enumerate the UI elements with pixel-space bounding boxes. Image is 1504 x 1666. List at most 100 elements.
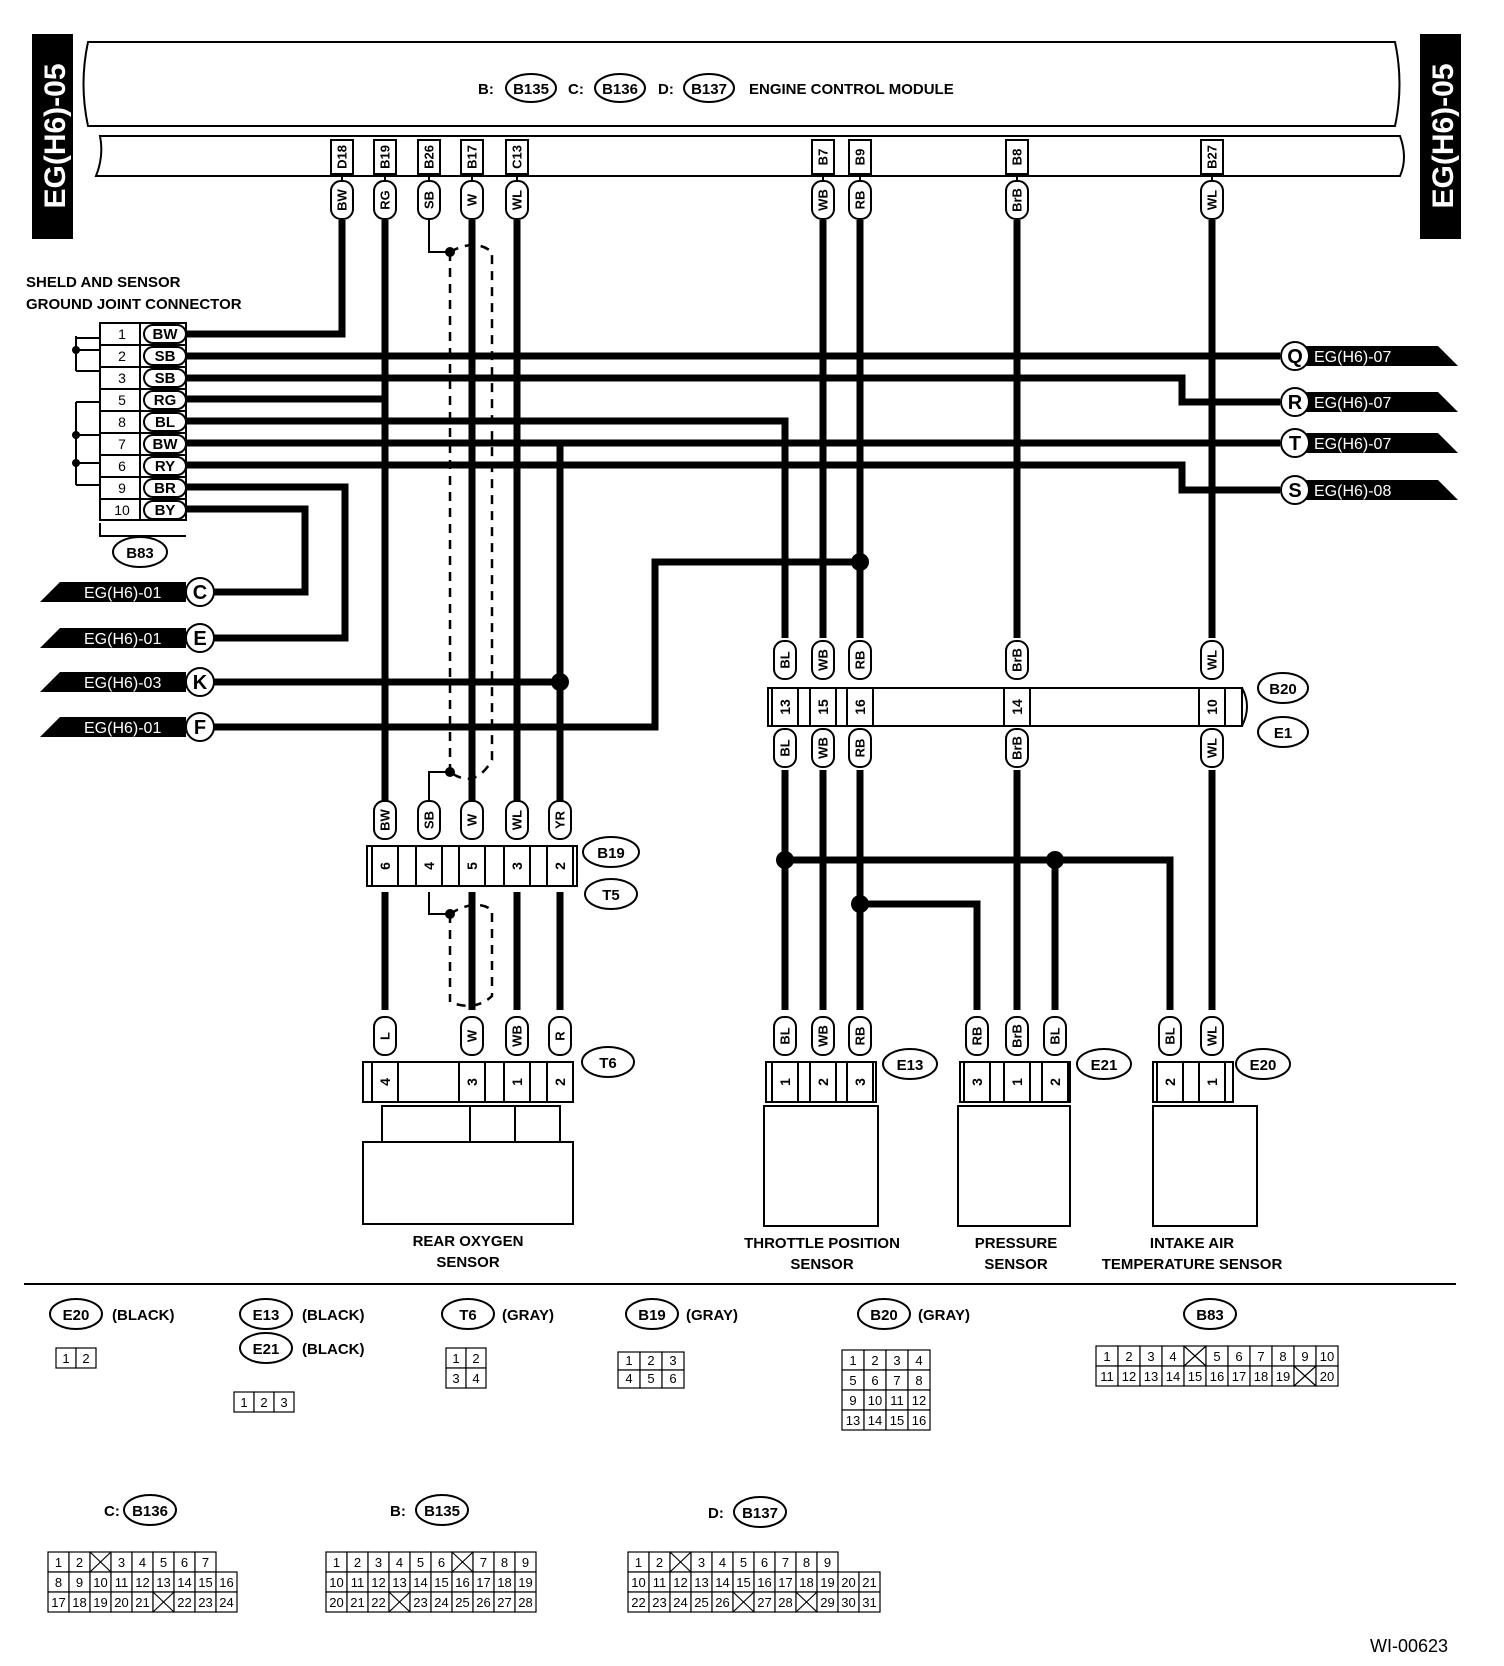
- e21-pins-pin-1: 1: [1009, 1078, 1025, 1086]
- ref-letter: Q: [1287, 346, 1303, 368]
- legend-b83-cell: 7: [1257, 1349, 1264, 1364]
- legend-b135-cell: 25: [455, 1595, 469, 1610]
- ecm-wire-color: RG: [378, 190, 393, 210]
- legend-b137-cell: 27: [757, 1595, 771, 1610]
- ecm-pin-D18: D18: [335, 145, 350, 169]
- b19-wire-color: WL: [510, 810, 525, 830]
- e13-pins-pin-2: 2: [815, 1078, 831, 1086]
- ref-page: EG(H6)-03: [84, 675, 161, 692]
- ground-connector-title-1: SHELD AND SENSOR: [26, 274, 181, 291]
- ref-marker: [185, 577, 215, 607]
- e21-pins-wire-color: BL: [1048, 1027, 1063, 1044]
- legend-b136-cell: 9: [76, 1575, 83, 1590]
- legend-b136-cell: 19: [93, 1595, 107, 1610]
- legend-b137-id-oval: [733, 1496, 787, 1528]
- ecm-wire-color: W: [465, 193, 480, 206]
- e1-wire-color-tag: [773, 728, 797, 768]
- legend-b20-cell: 1: [849, 1353, 856, 1368]
- legend-b136-cell: 4: [139, 1555, 146, 1570]
- legend-b135-cell: 12: [371, 1575, 385, 1590]
- legend-b19-cell: 6: [669, 1371, 676, 1386]
- ground-wire-color: BY: [155, 502, 176, 519]
- legend-b137-cell: 16: [757, 1575, 771, 1590]
- legend-b136-cell: 2: [76, 1555, 83, 1570]
- legend-b19-cell: 5: [647, 1371, 654, 1386]
- legend-b136-cell: 6: [181, 1555, 188, 1570]
- legend-b20-id-oval: [857, 1298, 911, 1330]
- e1-wire-color: WB: [816, 737, 831, 759]
- legend-b19-color: (GRAY): [686, 1307, 738, 1324]
- legend-e21-cell: 3: [280, 1395, 287, 1410]
- throttle-label-1: THROTTLE POSITION: [744, 1235, 900, 1252]
- legend-t6-cell: 1: [452, 1351, 459, 1366]
- legend-b83-cell: 11: [1100, 1369, 1114, 1384]
- legend-b83-cell: 9: [1301, 1349, 1308, 1364]
- legend-b136-cell: 10: [93, 1575, 107, 1590]
- ground-connector-id: B83: [126, 545, 154, 562]
- ecm-wire-color: WB: [816, 189, 831, 211]
- ecm-wire-color-tag: [417, 180, 441, 220]
- ground-pin: 8: [118, 414, 126, 430]
- ground-wire-color: BW: [153, 326, 179, 343]
- b20-wire-color-tag: [773, 640, 797, 680]
- e21-pins-pin-2: 2: [1047, 1078, 1063, 1086]
- b19-pin-6: 6: [377, 862, 393, 870]
- e1-wire-color: WL: [1205, 738, 1220, 758]
- right-side-tab: EG(H6)-05: [1420, 34, 1461, 239]
- legend-b135-cell: 19: [518, 1575, 532, 1590]
- e1-wire-color: BL: [778, 739, 793, 756]
- ecm-wire-color: BrB: [1010, 188, 1025, 212]
- legend-b137-cell: 29: [820, 1595, 834, 1610]
- e21-pins-wire-color: BrB: [1010, 1024, 1025, 1048]
- b19-wire-color-tag: [417, 800, 441, 840]
- b20-wire-color-tag: [848, 640, 872, 680]
- b20-pin-14: 14: [1009, 699, 1025, 715]
- legend-e13-id-oval: [239, 1298, 293, 1330]
- ref-page: EG(H6)-01: [84, 585, 161, 602]
- legend-b137-cell: 8: [803, 1555, 810, 1570]
- ecm-wire-color: WL: [1205, 190, 1220, 210]
- e20-pins-wire-color-tag: [1200, 1016, 1224, 1056]
- legend-e21-id: E21: [253, 1341, 280, 1358]
- legend-b136-cell: 12: [135, 1575, 149, 1590]
- ref-letter: T: [1289, 433, 1301, 455]
- e13-pins-wire-color: WB: [816, 1025, 831, 1047]
- b19-wire-color-tag: [548, 800, 572, 840]
- legend-b137-cell: 3: [698, 1555, 705, 1570]
- ecm-wire-color-tag: [811, 180, 835, 220]
- legend-b135-cell: 17: [476, 1575, 490, 1590]
- legend-b19-cell: 4: [625, 1371, 632, 1386]
- legend-b136-cell: 7: [202, 1555, 209, 1570]
- t6-id: T6: [599, 1055, 617, 1072]
- legend-b135-id: B135: [424, 1503, 460, 1520]
- ref-marker: [1280, 428, 1310, 458]
- ground-pin: 10: [114, 502, 130, 518]
- legend-b136-cell: 24: [219, 1595, 233, 1610]
- legend-b83-cell: 14: [1166, 1369, 1180, 1384]
- e21-pins-pin-3: 3: [969, 1078, 985, 1086]
- legend-b20-cell: 3: [893, 1353, 900, 1368]
- legend-b135-cell: 2: [354, 1555, 361, 1570]
- ref-letter: E: [193, 628, 206, 650]
- legend-b137-cell: 6: [761, 1555, 768, 1570]
- legend-b135-cell: 28: [518, 1595, 532, 1610]
- legend-b135-cell: 6: [438, 1555, 445, 1570]
- b19-pin-4: 4: [421, 862, 437, 870]
- legend-b136-cell: 3: [118, 1555, 125, 1570]
- b20-wire-color-tag: [811, 640, 835, 680]
- legend-b19-cell: 1: [625, 1353, 632, 1368]
- legend-b137-cell: 13: [694, 1575, 708, 1590]
- intake-label-1: INTAKE AIR: [1150, 1235, 1234, 1252]
- e13-pins-wire-color: BL: [778, 1027, 793, 1044]
- t5-id: T5: [602, 887, 620, 904]
- legend-b83-cell: 18: [1254, 1369, 1268, 1384]
- b19-pin-3: 3: [509, 862, 525, 870]
- t6-pins-pin-1: 1: [509, 1078, 525, 1086]
- intake-label-2: TEMPERATURE SENSOR: [1102, 1256, 1283, 1273]
- legend-b136-cell: 16: [219, 1575, 233, 1590]
- legend-b135-cell: 24: [434, 1595, 448, 1610]
